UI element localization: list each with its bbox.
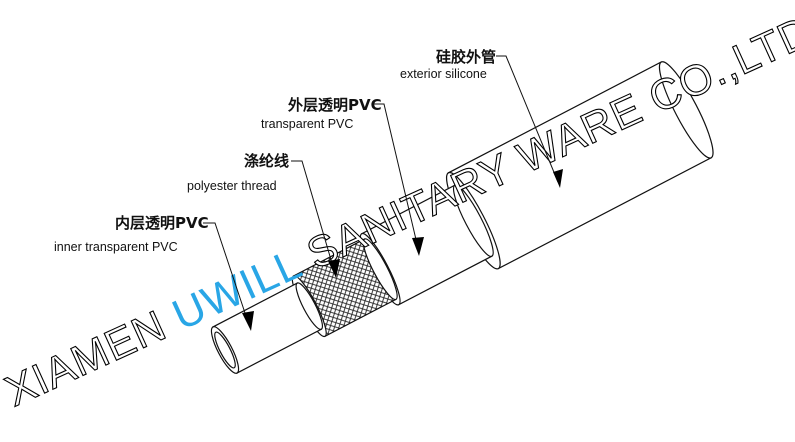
label-cn: 内层透明PVC (115, 214, 209, 232)
leader-line (372, 103, 419, 249)
arrow-head (553, 169, 563, 188)
inner-transparent-pvc-layer (210, 282, 323, 374)
label-outer-transparent-pvc: 外层透明PVC transparent PVC (261, 96, 424, 256)
label-polyester-thread: 涤纶线 polyester thread (187, 152, 340, 278)
svg-text:XIAMEN UWILL SANITARY WARE CO.: XIAMEN UWILL SANITARY WARE CO.,LTD (0, 7, 795, 416)
label-en: inner transparent PVC (54, 240, 178, 254)
arrow-head (412, 237, 424, 256)
label-cn: 涤纶线 (244, 152, 289, 170)
watermark-prefix: XIAMEN (0, 296, 185, 416)
label-en: polyester thread (187, 179, 277, 193)
leader-line (496, 55, 559, 183)
label-en: transparent PVC (261, 117, 353, 131)
leader-line (291, 160, 335, 271)
arrow-head (242, 311, 254, 331)
label-inner-transparent-pvc: 内层透明PVC inner transparent PVC (54, 214, 254, 331)
company-watermark: XIAMEN UWILL SANITARY WARE CO.,LTD (0, 7, 795, 417)
arrow-head (328, 259, 340, 278)
leader-line (203, 222, 249, 323)
label-cn: 外层透明PVC (287, 96, 382, 114)
label-cn: 硅胶外管 (436, 48, 496, 66)
hose-illustration (210, 61, 714, 374)
label-en: exterior silicone (400, 67, 487, 81)
label-exterior-silicone: 硅胶外管 exterior silicone (400, 48, 563, 188)
